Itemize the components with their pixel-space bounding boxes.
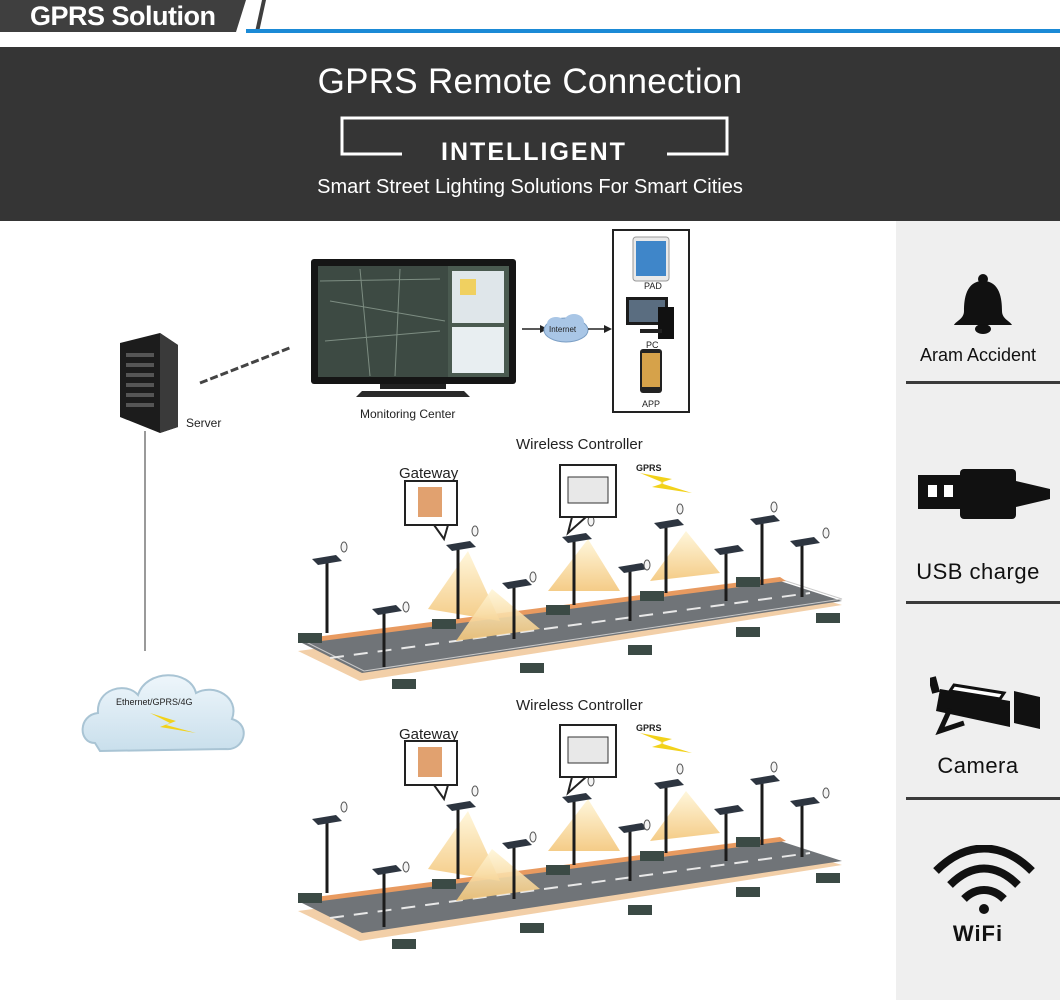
banner [0, 47, 1060, 221]
feature-panel: Aram Accident USB charge Camera WiFi [896, 221, 1060, 1000]
section-title: GPRS Solution [30, 1, 216, 31]
diagram-graphics [81, 229, 843, 949]
arrow-head-right [604, 325, 612, 333]
cloud-label: Ethernet/GPRS/4G [116, 697, 193, 707]
tab-accent-line [246, 29, 1060, 33]
feature-label-alarm: Aram Accident [919, 345, 1037, 365]
feature-divider [906, 601, 1060, 604]
banner-tag: INTELLIGENT [441, 138, 627, 166]
monitor-icon [311, 259, 516, 397]
smartphone-icon [640, 349, 662, 393]
device-label-app: APP [642, 399, 661, 409]
controller-device-icon [567, 476, 609, 504]
server-monitor-link [199, 345, 293, 385]
tab-slash [255, 0, 266, 32]
lightning-icon [150, 713, 196, 733]
network-diagram: Server Monitoring Center Internet PAD PC… [0, 221, 896, 1000]
tablet-icon [632, 236, 670, 282]
internet-label: Internet [549, 325, 577, 334]
tab-background [0, 0, 246, 32]
security-camera-icon [930, 676, 1040, 736]
feature-label-usb: USB charge [916, 559, 1040, 584]
server-icon [120, 333, 178, 433]
desktop-pc-icon [626, 297, 674, 339]
gprs-bolt-icon [640, 733, 692, 753]
wireless-controller-label-2: Wireless Controller [516, 697, 643, 714]
gprs-bolt-icon [640, 473, 692, 493]
banner-frame [340, 116, 729, 156]
internet-cloud-icon [543, 314, 589, 343]
cloud-icon [81, 674, 245, 753]
monitoring-center-label: Monitoring Center [360, 407, 456, 421]
server-label: Server [186, 416, 222, 430]
feature-divider [906, 381, 1060, 384]
controller-device-icon [567, 736, 609, 764]
gateway-label-1: Gateway [399, 465, 459, 482]
gprs-label-1: GPRS [636, 463, 662, 473]
banner-subtitle: Smart Street Lighting Solutions For Smar… [317, 176, 743, 198]
wifi-icon [933, 845, 1035, 914]
street-road-2 [298, 724, 842, 949]
street-road-1 [298, 464, 843, 689]
usb-plug-icon [918, 469, 1050, 519]
gateway-label-2: Gateway [399, 726, 459, 743]
feature-label-wifi: WiFi [952, 921, 1004, 946]
section-tab [0, 0, 1060, 33]
device-label-pc: PC [646, 340, 659, 350]
bell-icon [954, 274, 1012, 334]
feature-divider [906, 797, 1060, 800]
gprs-label-2: GPRS [636, 723, 662, 733]
device-label-pad: PAD [644, 281, 662, 291]
gateway-device-icon [418, 487, 442, 517]
feature-label-camera: Camera [937, 753, 1019, 778]
wireless-controller-label-1: Wireless Controller [516, 436, 643, 453]
gateway-device-icon [418, 747, 442, 777]
banner-title: GPRS Remote Connection [317, 62, 743, 101]
